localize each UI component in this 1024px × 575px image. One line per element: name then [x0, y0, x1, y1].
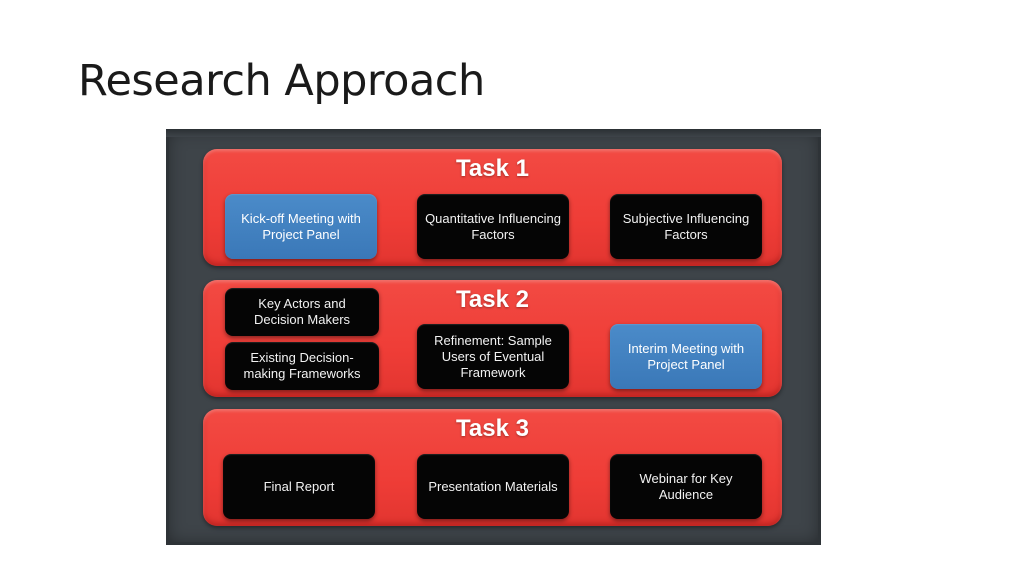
task-2-title: Task 2	[456, 286, 529, 313]
task-3-box-final-report: Final Report	[223, 454, 375, 519]
task-3-box-presentation-materials: Presentation Materials	[417, 454, 569, 519]
task-2-box-refinement: Refinement: Sample Users of Eventual Fra…	[417, 324, 569, 389]
task-1-box-subjective-factors: Subjective Influencing Factors	[610, 194, 762, 259]
task-2-band: Task 2 Key Actors and Decision Makers Ex…	[203, 280, 782, 397]
task-3-title: Task 3	[456, 415, 529, 442]
task-2-box-key-actors: Key Actors and Decision Makers	[225, 288, 379, 336]
task-1-box-kickoff-meeting: Kick-off Meeting with Project Panel	[225, 194, 377, 259]
task-1-box-quantitative-factors: Quantitative Influencing Factors	[417, 194, 569, 259]
task-2-box-existing-frameworks: Existing Decision-making Frameworks	[225, 342, 379, 390]
task-3-band: Task 3 Final Report Presentation Materia…	[203, 409, 782, 526]
task-1-title: Task 1	[456, 155, 529, 182]
task-1-band: Task 1 Kick-off Meeting with Project Pan…	[203, 149, 782, 266]
slide-title: Research Approach	[78, 56, 485, 106]
task-3-box-webinar: Webinar for Key Audience	[610, 454, 762, 519]
task-2-box-interim-meeting: Interim Meeting with Project Panel	[610, 324, 762, 389]
diagram-frame: Task 1 Kick-off Meeting with Project Pan…	[166, 129, 821, 545]
